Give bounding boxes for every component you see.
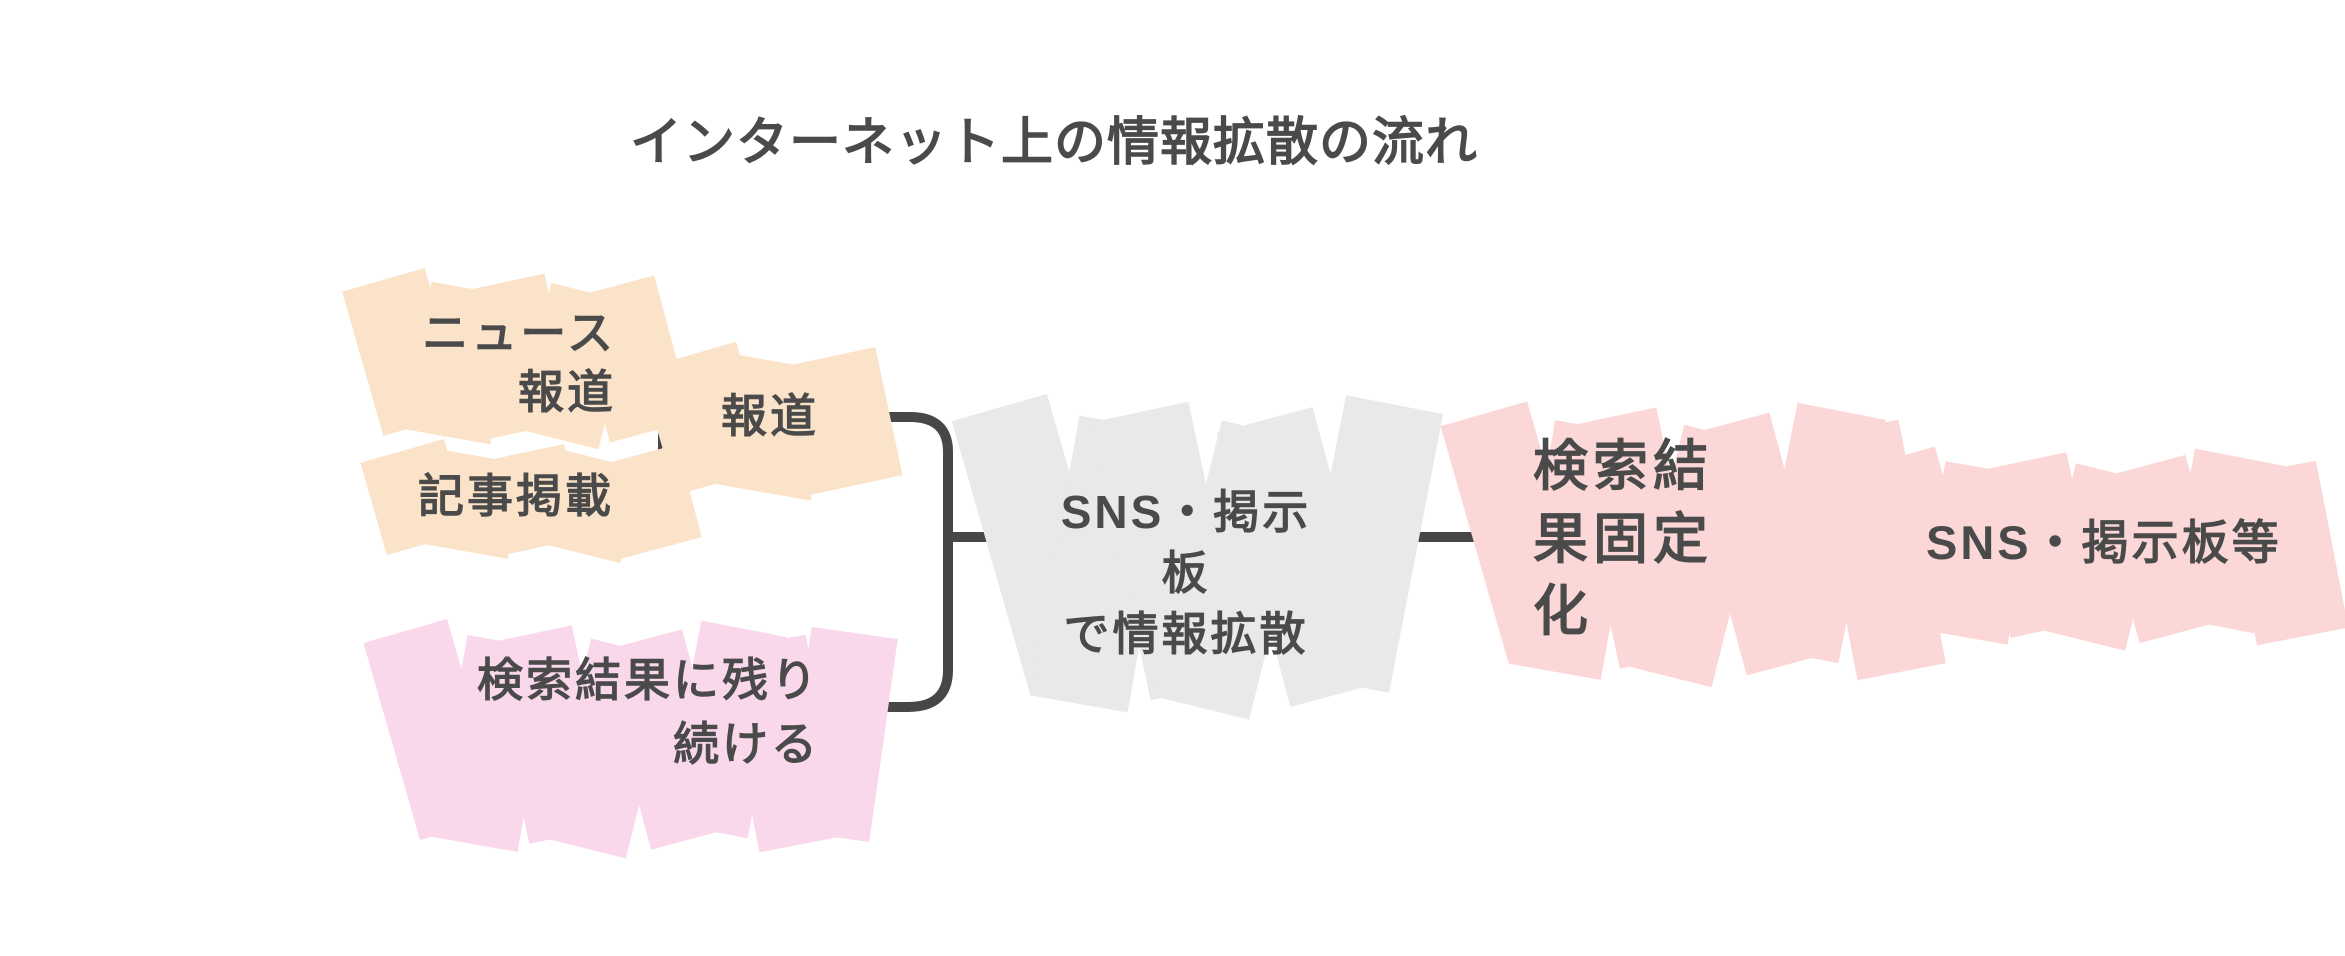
node-press-coverage: 報道 (640, 341, 903, 501)
node-article-posting: 記事掲載 (359, 439, 702, 564)
node-sns-boards-etc-label: SNS・掲示板等 (1926, 516, 2282, 569)
node-news-report: ニュース 報道 (341, 268, 693, 449)
node-remain-in-search-results-label: 検索結果に残り 続ける (477, 654, 820, 771)
node-remain-in-search-results: 検索結果に残り 続ける (363, 619, 899, 859)
node-news-report-label: ニュース 報道 (422, 307, 616, 418)
node-article-posting-label: 記事掲載 (418, 470, 614, 522)
node-search-result-fixation-label: 検索結 果固定 化 (1533, 435, 1714, 643)
brace-press-remain-to-sns (824, 412, 1050, 712)
page-title: インターネット上の情報拡散の流れ (630, 114, 1479, 172)
node-press-coverage-label: 報道 (721, 390, 819, 442)
node-search-result-fixation: 検索結 果固定 化 (1440, 401, 1946, 687)
node-sns-board-spread-label: SNS・掲示板 で情報拡散 (1060, 486, 1312, 661)
brace-news-article-to-press (625, 359, 715, 499)
node-sns-board-spread: SNS・掲示板 で情報拡散 (951, 393, 1443, 720)
node-sns-boards-etc: SNS・掲示板等 (1845, 446, 2345, 651)
